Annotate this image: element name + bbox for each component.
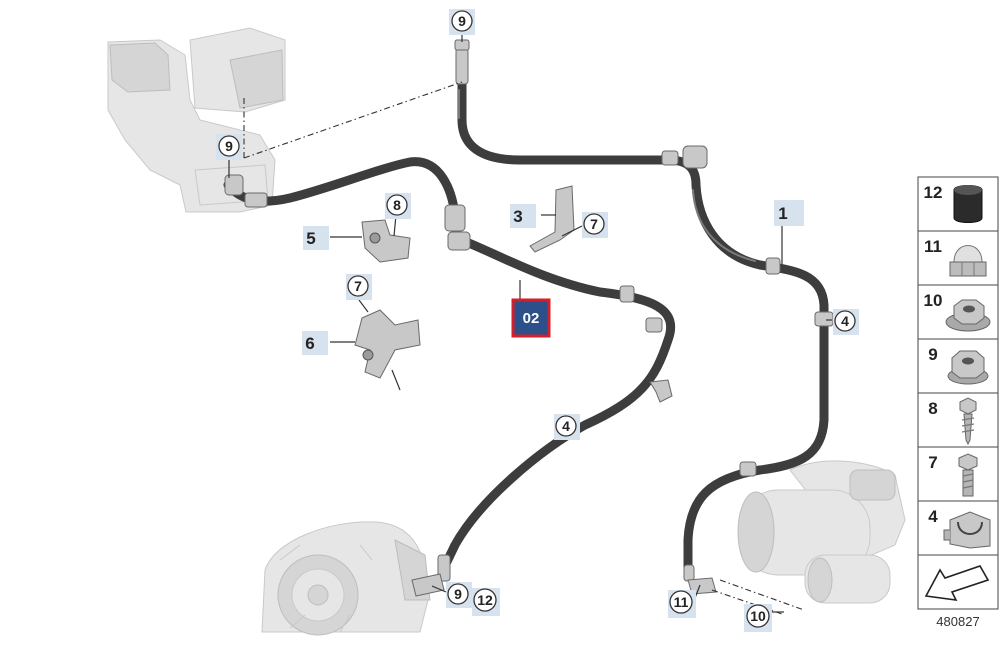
callout-9-bottom[interactable]: 9 (446, 582, 472, 608)
callout-7-left[interactable]: 7 (346, 274, 372, 300)
legend-item-9[interactable]: 9 (928, 345, 989, 385)
callout-label: 7 (590, 216, 598, 232)
cable-clip-icon (943, 511, 991, 549)
hex-bolt-icon (958, 453, 978, 497)
callout-label: 4 (562, 418, 570, 434)
highlight-part-02[interactable]: 02 (511, 298, 551, 338)
callout-12-bottom[interactable]: 12 (472, 588, 500, 616)
legend-item-8[interactable]: 8 (928, 397, 977, 446)
callout-label: 9 (225, 138, 233, 154)
acorn-nut-icon (949, 245, 987, 277)
legend-item-11[interactable]: 11 (924, 237, 987, 277)
callout-1[interactable]: 1 (774, 200, 804, 226)
callout-label: 9 (458, 13, 466, 29)
callout-4-mid[interactable]: 4 (554, 414, 580, 440)
legend-item-10[interactable]: 10 (924, 291, 991, 332)
direction-arrow-icon (924, 565, 990, 601)
alternator-ghost (261, 521, 431, 636)
callout-7-right[interactable]: 7 (582, 212, 608, 238)
diagram-id: 480827 (936, 614, 979, 629)
callout-9-left[interactable]: 9 (216, 134, 242, 160)
highlight-label: 02 (523, 310, 540, 327)
callout-label: 5 (306, 229, 315, 248)
legend-item-4[interactable]: 4 (928, 507, 991, 549)
hex-nut-icon (947, 350, 989, 385)
legend-number: 10 (924, 291, 943, 310)
legend-number: 8 (928, 399, 937, 418)
callout-3[interactable]: 3 (510, 204, 536, 228)
bracket-part-5 (361, 219, 411, 263)
callout-label: 4 (841, 313, 849, 329)
callout-4-right[interactable]: 4 (833, 309, 859, 335)
callout-label: 3 (513, 207, 522, 226)
legend-number: 11 (924, 237, 942, 256)
bracket-part-3 (529, 185, 575, 253)
legend-number: 7 (928, 453, 937, 472)
callout-10-bottom[interactable]: 10 (744, 604, 772, 632)
callout-8[interactable]: 8 (385, 193, 411, 219)
battery-cable-lower (437, 233, 676, 577)
callout-label: 11 (674, 594, 689, 610)
starter-motor-ghost (737, 460, 906, 604)
callout-label: 1 (778, 204, 787, 223)
legend-number: 12 (924, 183, 943, 202)
callout-label: 12 (477, 592, 493, 608)
self-tapping-screw-icon (959, 397, 977, 446)
callout-6[interactable]: 6 (302, 331, 328, 355)
legend-item-7[interactable]: 7 (928, 453, 978, 497)
connection-lines (243, 81, 805, 615)
legend-number: 9 (928, 345, 937, 364)
callout-9-top[interactable]: 9 (449, 9, 475, 35)
flange-nut-icon (945, 299, 991, 332)
parts-legend: 12 11 10 9 (917, 176, 999, 610)
legend-number: 4 (928, 507, 938, 526)
cable-fittings (224, 39, 834, 597)
callout-11-bottom[interactable]: 11 (668, 590, 696, 618)
callout-label: 8 (393, 197, 401, 213)
cap-nut-icon (953, 185, 983, 223)
callout-label: 7 (354, 278, 362, 294)
callout-5[interactable]: 5 (303, 226, 329, 250)
callout-label: 9 (454, 586, 462, 602)
callout-label: 10 (750, 608, 766, 624)
legend-item-12[interactable]: 12 (924, 183, 983, 223)
bracket-part-6 (354, 309, 421, 391)
callout-label: 6 (305, 334, 314, 353)
junction-box-ghost (107, 27, 286, 213)
